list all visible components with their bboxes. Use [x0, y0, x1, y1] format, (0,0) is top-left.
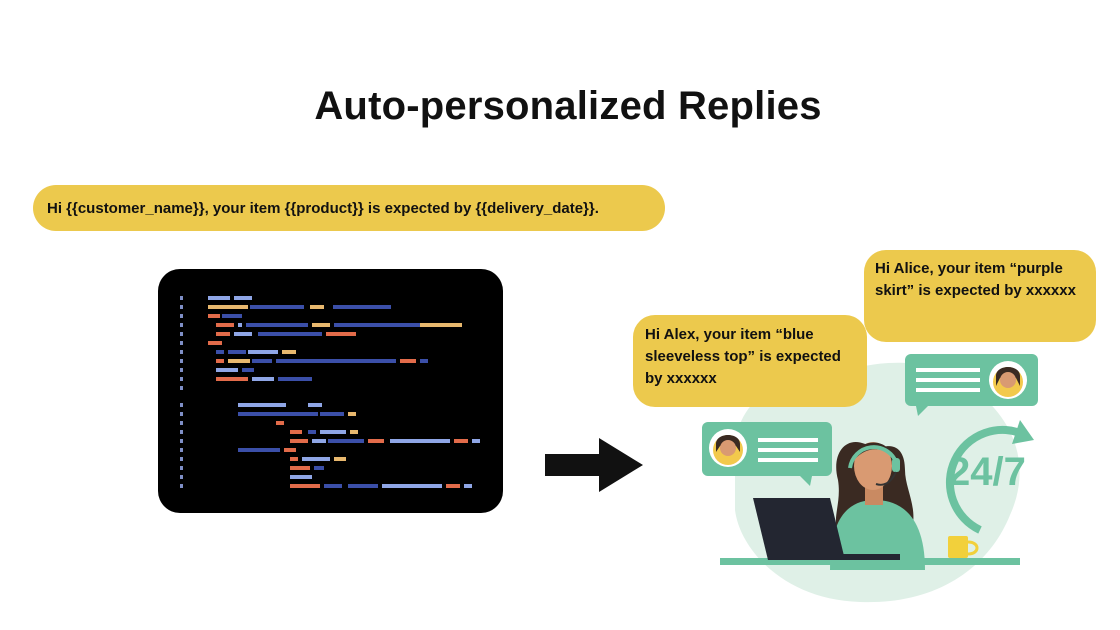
reply-bubble-alice: Hi Alice, your item “purple skirt” is ex…	[864, 250, 1096, 342]
coffee-cup-icon	[948, 536, 979, 558]
laptop-icon	[753, 498, 900, 560]
support-agent-illustration: 24/7 ★★ ★★★	[702, 354, 1038, 603]
code-editor-graphic	[158, 269, 503, 513]
code-lines	[180, 296, 480, 488]
template-message-text: Hi {{customer_name}}, your item {{produc…	[47, 199, 599, 217]
page-title: Auto-personalized Replies	[314, 84, 822, 128]
template-message: Hi {{customer_name}}, your item {{produc…	[33, 185, 665, 231]
reply-bubble-alex: Hi Alex, your item “blue sleeveless top”…	[633, 315, 867, 407]
desk	[720, 558, 1020, 565]
agent-figure	[830, 441, 925, 570]
right-arrow-icon	[545, 438, 643, 492]
chat-card-right	[905, 354, 1038, 416]
chat-card-left	[702, 422, 832, 486]
line-gutter	[180, 296, 183, 488]
24-7-badge: 24/7	[945, 420, 1034, 534]
reply-text-alice: Hi Alice, your item “purple skirt” is ex…	[875, 260, 1076, 299]
reply-text-alex: Hi Alex, your item “blue sleeveless top”…	[645, 326, 841, 387]
badge-text: 24/7	[948, 450, 1026, 494]
headset-icon	[848, 445, 898, 469]
